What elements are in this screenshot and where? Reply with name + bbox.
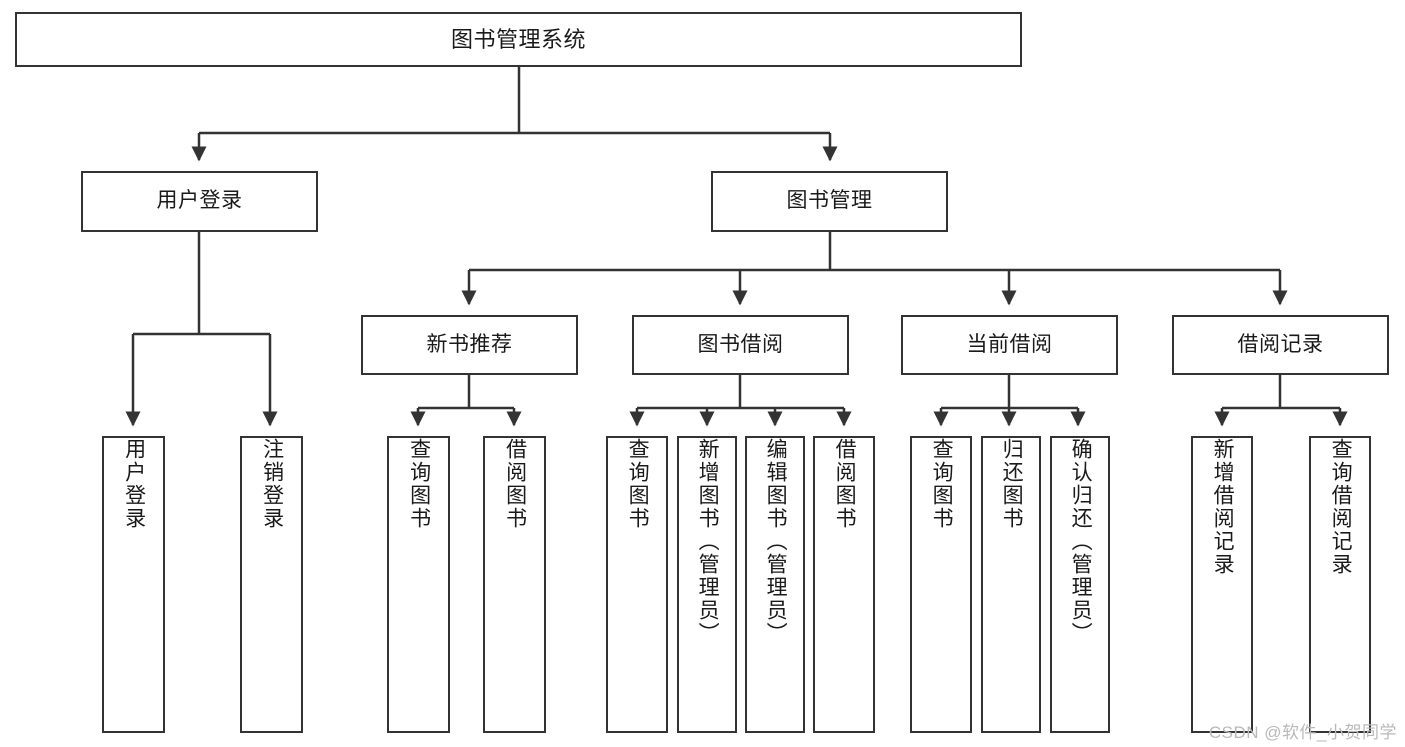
node-label: 归还图书 <box>1000 438 1024 530</box>
node-label: 借阅图书 <box>833 438 857 530</box>
leaf-borrow-query-books[interactable]: 查询图书 <box>606 436 668 733</box>
leaf-borrow-edit-book-admin[interactable]: 编辑图书（管理员） <box>745 436 805 733</box>
node-label: 查询借阅记录 <box>1329 438 1353 576</box>
node-label: 编辑图书（管理员） <box>764 438 788 645</box>
node-new-book-recommend[interactable]: 新书推荐 <box>361 315 578 375</box>
leaf-records-add-record[interactable]: 新增借阅记录 <box>1191 436 1253 733</box>
node-label: 借阅图书 <box>503 438 527 530</box>
leaf-user-login-signout[interactable]: 注销登录 <box>240 436 303 733</box>
node-borrow-records[interactable]: 借阅记录 <box>1172 315 1389 375</box>
node-label: 用户登录 <box>122 438 146 530</box>
node-root-system[interactable]: 图书管理系统 <box>15 12 1022 67</box>
node-label: 借阅记录 <box>1237 332 1324 356</box>
node-current-borrow[interactable]: 当前借阅 <box>901 315 1118 375</box>
leaf-current-confirm-return-admin[interactable]: 确认归还（管理员） <box>1050 436 1110 733</box>
node-label: 图书借阅 <box>697 332 784 356</box>
node-book-management[interactable]: 图书管理 <box>711 171 948 232</box>
node-label: 新增图书（管理员） <box>696 438 720 645</box>
leaf-recommend-borrow-books[interactable]: 借阅图书 <box>483 436 546 733</box>
node-label: 确认归还（管理员） <box>1069 438 1093 645</box>
leaf-borrow-borrow-books[interactable]: 借阅图书 <box>813 436 875 733</box>
node-label: 当前借阅 <box>966 332 1053 356</box>
leaf-current-return-books[interactable]: 归还图书 <box>981 436 1041 733</box>
node-label: 查询图书 <box>407 438 431 530</box>
leaf-borrow-add-book-admin[interactable]: 新增图书（管理员） <box>677 436 737 733</box>
leaf-current-query-books[interactable]: 查询图书 <box>910 436 972 733</box>
leaf-records-query-record[interactable]: 查询借阅记录 <box>1309 436 1371 733</box>
node-label: 图书管理系统 <box>450 26 586 52</box>
node-label: 新书推荐 <box>426 332 513 356</box>
node-label: 注销登录 <box>260 438 284 530</box>
node-label: 用户登录 <box>156 189 243 213</box>
node-book-borrow[interactable]: 图书借阅 <box>632 315 849 375</box>
node-user-login[interactable]: 用户登录 <box>81 171 318 232</box>
node-label: 查询图书 <box>930 438 954 530</box>
node-label: 新增借阅记录 <box>1211 438 1235 576</box>
node-label: 图书管理 <box>786 189 873 213</box>
node-label: 查询图书 <box>626 438 650 530</box>
leaf-recommend-query-books[interactable]: 查询图书 <box>387 436 450 733</box>
leaf-user-login-signin[interactable]: 用户登录 <box>102 436 165 733</box>
